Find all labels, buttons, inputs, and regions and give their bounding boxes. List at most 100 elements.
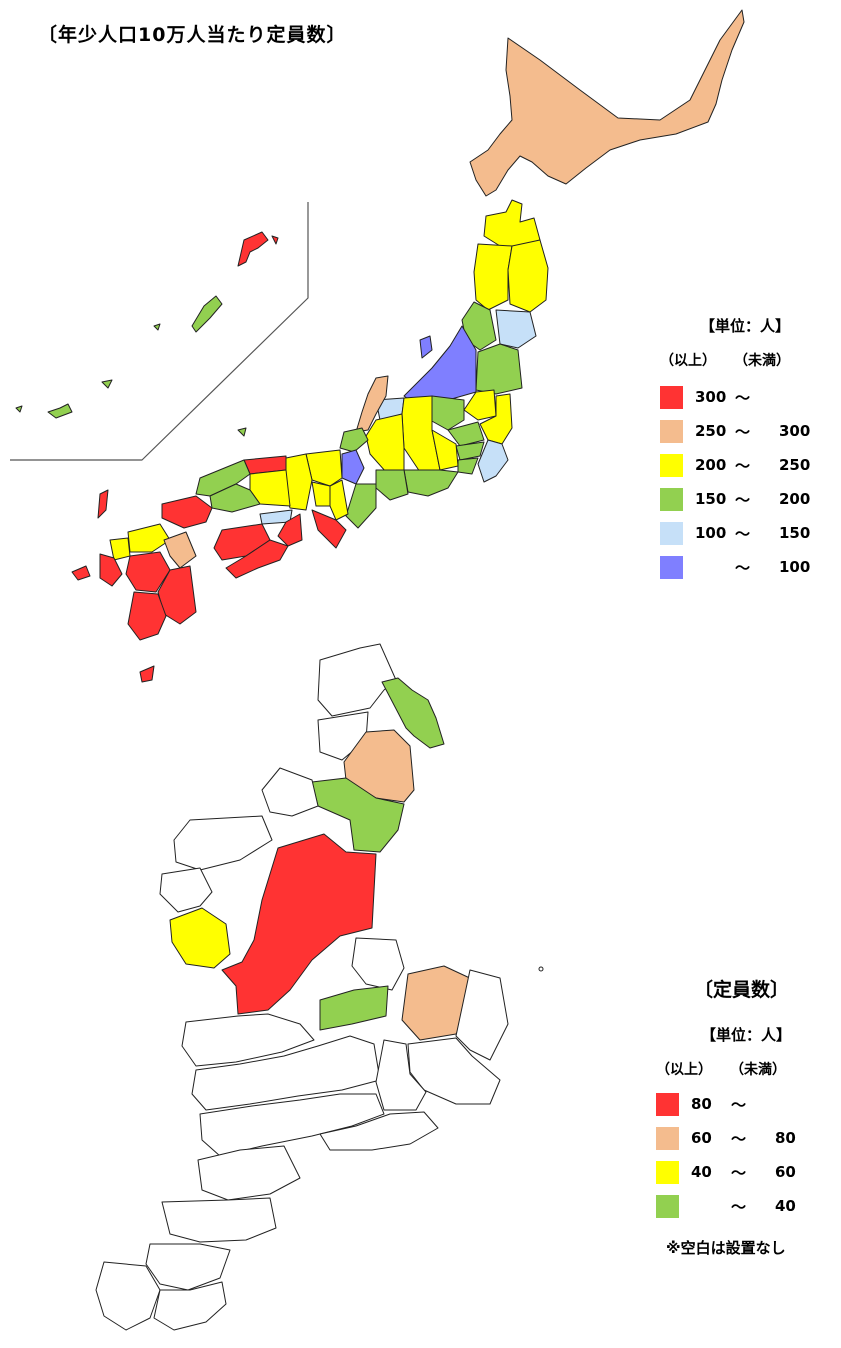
japan-map [10, 9, 745, 683]
region-west-3 [159, 867, 213, 913]
legend-to: 250 [779, 456, 811, 474]
legend-swatch [660, 555, 683, 579]
legend-rate-item: 300 〜 [660, 380, 830, 414]
region-south-7 [161, 1197, 277, 1243]
legend-rate-unit: 【単位：人】 [699, 317, 790, 335]
legend-to: 200 [779, 490, 811, 508]
legend-from: 200 [695, 456, 727, 474]
iwate [507, 239, 549, 313]
legend-tilde: 〜 [731, 1163, 747, 1182]
legend-rate-item: 250 〜 300 [660, 414, 830, 448]
tsushima [97, 489, 109, 519]
region-south-5 [319, 1111, 439, 1151]
wakayama [311, 509, 347, 549]
legend-to: 100 [779, 558, 811, 576]
tochigi [463, 389, 497, 421]
yamaguchi [161, 495, 213, 529]
legend-from: 40 [691, 1163, 712, 1181]
island-dot [538, 966, 544, 972]
legend-capacity-item: 80 〜 [656, 1087, 836, 1121]
region-north-green [381, 677, 445, 749]
okinawa-island-green-4 [47, 403, 73, 419]
chiba [477, 439, 509, 483]
legend-capacity: 〔定員数〕 【単位：人】 （以上） （未満） 80 〜 60 〜 80 40 〜… [656, 975, 836, 1258]
region-south-4 [199, 1093, 385, 1157]
legend-capacity-unit: 【単位：人】 [700, 1026, 791, 1044]
legend-capacity-col-from: （以上） [656, 1062, 712, 1078]
region-south-6 [197, 1145, 301, 1201]
legend-rate-item: 〜 100 [660, 550, 830, 584]
sado-island [419, 335, 433, 359]
legend-capacity-heading: 〔定員数〕 [694, 979, 790, 1001]
region-north-1 [317, 643, 397, 717]
legend-swatch [660, 487, 683, 511]
legend-tilde: 〜 [731, 1197, 747, 1216]
legend-tilde: 〜 [735, 490, 751, 509]
legend-tilde: 〜 [735, 558, 751, 577]
region-yellow [169, 907, 231, 969]
oita [163, 531, 197, 569]
fukui [339, 427, 369, 453]
nagasaki [99, 553, 123, 587]
legend-rate-item: 150 〜 200 [660, 482, 830, 516]
legend-rate: 【単位：人】 （以上） （未満） 300 〜 250 〜 300 200 〜 2… [660, 315, 830, 584]
yamanashi [431, 429, 459, 471]
okinawa-island-green-5 [15, 405, 23, 413]
region-east-1 [455, 969, 509, 1061]
legend-tilde: 〜 [735, 388, 751, 407]
legend-swatch [660, 453, 683, 477]
region-mid-green [311, 777, 405, 853]
map-title: 〔年少人口10万人当たり定員数〕 [38, 24, 347, 46]
tanegashima [139, 665, 155, 683]
legend-from: 60 [691, 1129, 712, 1147]
legend-tilde: 〜 [735, 456, 751, 475]
okinawa-island-green-2 [153, 323, 161, 331]
kochi [225, 539, 289, 579]
legend-from: 80 [691, 1095, 712, 1113]
okinawa-inset-border [10, 202, 309, 461]
legend-tilde: 〜 [731, 1129, 747, 1148]
legend-to: 150 [779, 524, 811, 542]
legend-rate-col-from: （以上） [660, 353, 716, 369]
region-south-1 [181, 1013, 315, 1067]
miyazaki [157, 565, 197, 625]
kagoshima [127, 591, 167, 641]
aomori [483, 199, 541, 247]
kumamoto [125, 551, 171, 593]
legend-capacity-item: 40 〜 60 [656, 1155, 836, 1189]
legend-swatch [656, 1092, 679, 1116]
legend-rate-item: 100 〜 150 [660, 516, 830, 550]
region-west-1 [261, 767, 319, 817]
okayama [249, 469, 291, 507]
okinawa-island-green [191, 295, 223, 333]
goto-islands [71, 565, 91, 581]
legend-capacity-col-to: （未満） [730, 1062, 786, 1078]
legend-capacity-item: 〜 40 [656, 1189, 836, 1223]
legend-swatch [660, 385, 683, 409]
region-green-south [319, 985, 389, 1031]
legend-to: 40 [775, 1197, 796, 1215]
tokyo [455, 441, 485, 461]
legend-to: 80 [775, 1129, 796, 1147]
region-red [221, 833, 377, 1015]
legend-note: ※空白は設置なし [666, 1239, 786, 1257]
hokkaido [469, 9, 745, 197]
region-east-2 [407, 1037, 501, 1105]
region-south-3 [375, 1039, 427, 1111]
legend-swatch [660, 521, 683, 545]
miyagi [495, 309, 537, 349]
region-south-9 [95, 1261, 161, 1331]
legend-swatch [656, 1194, 679, 1218]
legend-tilde: 〜 [735, 524, 751, 543]
region-center-1 [351, 937, 405, 991]
legend-from: 250 [695, 422, 727, 440]
okinawa-island-green-3 [101, 379, 113, 389]
legend-to: 60 [775, 1163, 796, 1181]
legend-tilde: 〜 [735, 422, 751, 441]
okinawa-island-red-small [271, 235, 279, 245]
region-west-2 [173, 815, 273, 871]
legend-from: 300 [695, 388, 727, 406]
legend-from: 150 [695, 490, 727, 508]
legend-rate-item: 200 〜 250 [660, 448, 830, 482]
